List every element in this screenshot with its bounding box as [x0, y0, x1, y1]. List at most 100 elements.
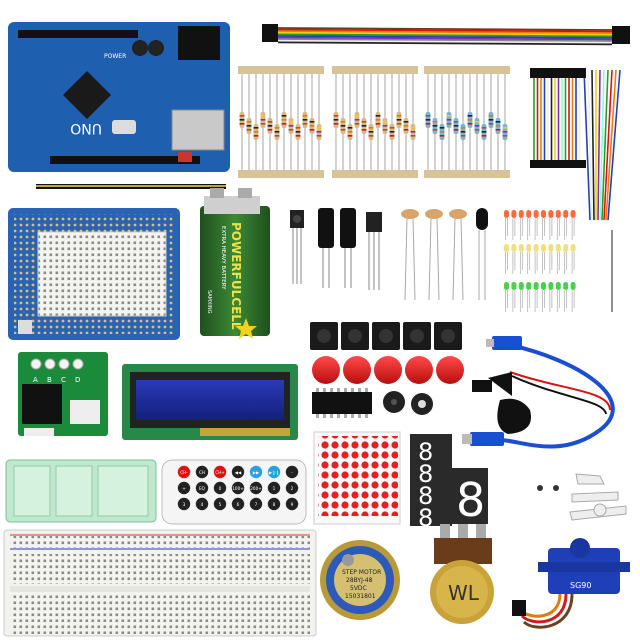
resistor-band: [410, 135, 416, 137]
resistor-band: [340, 121, 346, 123]
battery-9v: POWERFULCELL EXTRA HEAVY BATTERY SAMXING: [200, 188, 270, 339]
resistor-band: [396, 123, 402, 125]
resistor-band: [295, 135, 301, 137]
resistor-band: [481, 127, 487, 129]
stepper-motor: STEP MOTOR 28BYJ-48 5VDC 15031801: [320, 540, 400, 620]
led: [518, 244, 524, 252]
remote-key-label: 7: [255, 502, 258, 507]
led: [504, 282, 509, 290]
segment-quad-digit-1: 8: [418, 438, 433, 466]
led: [563, 210, 569, 218]
led: [511, 282, 517, 290]
led: [526, 244, 532, 252]
resistor-band: [481, 135, 487, 137]
resistor-band: [474, 129, 480, 131]
resistor-band: [281, 119, 287, 121]
buzzers: [383, 391, 433, 415]
remote-key: [267, 465, 281, 479]
resistor-band: [453, 121, 459, 123]
jumper-wire-header: [530, 160, 586, 168]
segment-single-digit: 8: [456, 473, 485, 527]
remote-key-label: EQ: [199, 486, 206, 491]
potentiometer-label: WL: [448, 581, 480, 605]
remote-key: [231, 465, 245, 479]
jumper-wire: [601, 69, 609, 221]
resistor-band: [288, 125, 294, 127]
resistor-band: [281, 123, 287, 125]
resistor-band: [347, 127, 353, 129]
ic-pin: [330, 414, 333, 418]
resistor-band: [439, 127, 445, 129]
ic-pin: [358, 388, 361, 392]
resistor-band: [467, 119, 473, 121]
led: [555, 210, 561, 218]
jumper-wire: [597, 69, 601, 221]
remote-key-label: 200+: [250, 486, 262, 491]
ribbon-wire: [277, 35, 613, 39]
remote-key: [231, 497, 245, 511]
resistor-band: [432, 121, 438, 123]
resistor-band: [396, 115, 402, 117]
remote-key-label: ▶▶: [253, 470, 260, 475]
resistor-band: [347, 131, 353, 133]
remote-key-label: 100+: [232, 486, 244, 491]
led-rows: [504, 210, 576, 312]
ic-pin: [351, 388, 354, 392]
led: [555, 244, 561, 252]
led: [533, 210, 539, 218]
servo-horns: [537, 473, 627, 521]
servo-motor: SG90: [512, 538, 630, 629]
resistor-band: [239, 119, 245, 121]
resistor-band: [446, 119, 452, 121]
resistor-band: [347, 135, 353, 137]
push-button-stem: [348, 329, 362, 343]
button-cap: [374, 356, 402, 384]
resistor-band: [488, 115, 494, 117]
usb-cable: [462, 336, 615, 449]
stepper-label-2: 28BYJ-48: [346, 577, 373, 584]
remote-key: [267, 497, 281, 511]
remote-key-label: 5: [219, 502, 222, 507]
resistor-band: [453, 129, 459, 131]
resistor-band: [253, 127, 259, 129]
resistor-band: [295, 127, 301, 129]
resistor-band: [425, 123, 431, 125]
resistor-band: [382, 129, 388, 131]
ic-pin: [358, 414, 361, 418]
jumper-wires-bundle: [530, 68, 621, 312]
push-button-stem: [441, 329, 455, 343]
ic-pin: [344, 388, 347, 392]
resistor-band: [403, 125, 409, 127]
resistor-band: [403, 121, 409, 123]
resistor-band: [474, 121, 480, 123]
remote-key: [213, 465, 227, 479]
led: [518, 282, 524, 290]
resistor-band: [340, 125, 346, 127]
resistor-band: [309, 121, 315, 123]
ribbon-wire: [277, 30, 613, 35]
ic-pin: [323, 388, 326, 392]
remote-key: [285, 497, 299, 511]
resistor-band: [260, 115, 266, 117]
component-case: [5, 459, 157, 523]
led: [563, 282, 569, 290]
resistor-band: [267, 121, 273, 123]
led: [548, 282, 554, 290]
header-pins: [36, 184, 226, 189]
push-button-stem: [317, 329, 331, 343]
remote-key: [177, 465, 191, 479]
ribbon-wire: [277, 28, 613, 33]
remote-key: [249, 481, 263, 495]
resistor-band: [446, 123, 452, 125]
resistor-band: [260, 119, 266, 121]
battery-sub2: SAMXING: [206, 290, 212, 314]
uno-power-label: POWER: [104, 53, 126, 60]
remote-key: [177, 497, 191, 511]
ribbon-wire: [277, 27, 613, 31]
driver-led: [44, 358, 56, 370]
photoresistors: [401, 209, 467, 301]
button-cap: [312, 356, 340, 384]
resistor-band: [389, 127, 395, 129]
resistor-band: [267, 129, 273, 131]
